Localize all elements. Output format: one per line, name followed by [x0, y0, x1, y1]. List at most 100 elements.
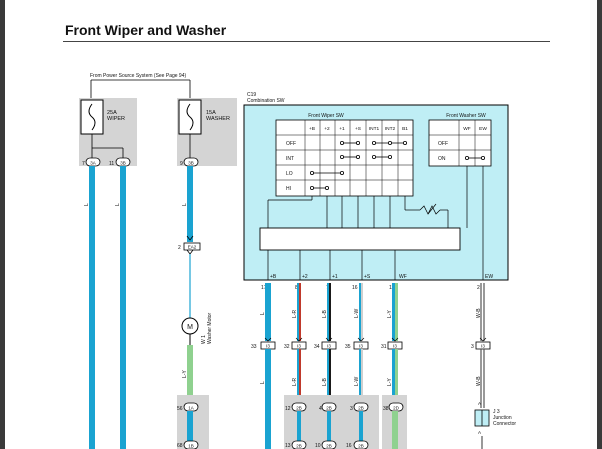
svg-text:2B: 2B [358, 444, 364, 449]
wire-label: W-B [476, 376, 482, 386]
fuse-icon [88, 103, 96, 131]
svg-text:3: 3 [350, 406, 353, 412]
col-header: B1 [402, 126, 408, 132]
wiper-switch-title: Front Wiper SW [308, 113, 344, 119]
svg-text:W 1: W 1 [201, 335, 207, 344]
wire-label: L [84, 203, 90, 206]
col-header: +B [309, 126, 315, 132]
wiper-switch-contacts [309, 140, 407, 190]
washer-switch-contacts [464, 155, 485, 160]
svg-text:I3: I3 [266, 344, 270, 349]
wire-label: W-B [476, 308, 482, 318]
svg-text:31: 31 [381, 344, 387, 350]
fuse-pin-9: 9 3B [180, 157, 199, 167]
right-border [597, 0, 602, 449]
terminal-pin: 8 [295, 285, 298, 291]
svg-text:2B: 2B [326, 406, 332, 411]
svg-text:68: 68 [177, 443, 183, 449]
terminal-label: +S [364, 274, 371, 280]
wiper-relay-block [259, 227, 461, 251]
col-header: +1 [339, 126, 345, 132]
wire-label: L-R [292, 378, 298, 386]
page-title: Front Wiper and Washer [65, 22, 227, 38]
row-label: LO [286, 171, 293, 177]
terminal-label: +B [270, 274, 277, 280]
svg-text:1A: 1A [188, 406, 194, 411]
row-label: HI [286, 186, 291, 192]
svg-text:I3: I3 [297, 344, 301, 349]
connector-ea2: 2 EA2 [178, 235, 201, 255]
lower-wires [265, 349, 485, 449]
terminal-pin: 11 [389, 285, 394, 291]
switch-output-wires [265, 283, 485, 341]
bottom-pin-13: 13 2B [285, 440, 307, 449]
terminal-label: WF [399, 274, 407, 280]
svg-text:32: 32 [284, 344, 290, 350]
wire-label: L-R [292, 310, 298, 318]
internal-wiring [267, 166, 484, 280]
col-header: +S [355, 126, 361, 132]
wire-label: L [115, 203, 121, 206]
connector-i3-3: 3 I3 [471, 337, 491, 350]
fuse-wiper-amp: 25A [107, 110, 117, 116]
svg-text:3A: 3A [90, 161, 96, 166]
svg-text:Connector: Connector [493, 421, 516, 427]
svg-text:Washer Motor: Washer Motor [207, 312, 213, 344]
svg-text:35: 35 [345, 344, 351, 350]
wire-label: L-B [322, 310, 328, 318]
svg-text:2B: 2B [326, 444, 332, 449]
washer-motor: M W 1 Washer Motor [181, 312, 213, 344]
svg-text:2B: 2B [296, 406, 302, 411]
wire-label: L-Y [387, 310, 393, 318]
wire-label: L-Y [182, 370, 188, 378]
terminal-label: EW [485, 274, 493, 280]
component-name: Combination SW [247, 98, 285, 104]
terminal-label: +2 [302, 274, 308, 280]
svg-text:A: A [478, 401, 481, 406]
svg-text:M: M [187, 324, 193, 331]
title-divider [63, 41, 550, 42]
svg-text:33: 33 [251, 344, 257, 350]
svg-text:38: 38 [383, 406, 389, 412]
wire-label: L [260, 381, 266, 384]
svg-text:7: 7 [82, 161, 85, 167]
col-header: INT2 [385, 126, 396, 132]
wire-label: L-Y [387, 378, 393, 386]
svg-text:I3: I3 [359, 344, 363, 349]
fuse-wiper-name: WIPER [107, 116, 125, 122]
terminal-pin: 2 [477, 285, 480, 291]
svg-text:4: 4 [319, 406, 322, 412]
svg-text:Junction: Junction [493, 415, 512, 421]
col-header: WF [463, 126, 471, 132]
row-label: OFF [438, 141, 448, 147]
terminal-pin: 16 [352, 285, 358, 291]
svg-text:2B: 2B [296, 444, 302, 449]
fuse-washer-name: WASHER [206, 116, 230, 122]
svg-text:3: 3 [471, 344, 474, 350]
bottom-pin-10: 10 2B [315, 440, 337, 449]
fuse-icon [186, 103, 194, 131]
svg-text:I3: I3 [481, 344, 485, 349]
connector-i3-34: 34 I3 [314, 337, 337, 350]
svg-text:34: 34 [314, 344, 320, 350]
svg-text:10: 10 [315, 443, 321, 449]
wire-left-1 [89, 166, 95, 449]
svg-text:I3: I3 [327, 344, 331, 349]
row-label: OFF [286, 141, 296, 147]
svg-text:EA2: EA2 [188, 245, 197, 250]
svg-text:3B: 3B [120, 161, 126, 166]
svg-text:I3: I3 [393, 344, 397, 349]
svg-text:3B: 3B [188, 161, 194, 166]
connector-i3-33: 33 I3 [251, 337, 276, 350]
connector-i3-35: 35 I3 [345, 337, 369, 350]
connector-i3-31: 31 I3 [381, 337, 403, 350]
col-header: EW [479, 126, 487, 132]
wire-washer-upper [187, 166, 193, 242]
svg-text:56: 56 [177, 406, 183, 412]
svg-text:11: 11 [109, 161, 114, 167]
wire-washer-lower [187, 345, 193, 402]
wire-label: L [182, 203, 188, 206]
wire-label: L-W [354, 377, 360, 386]
terminal-label: +1 [332, 274, 338, 280]
